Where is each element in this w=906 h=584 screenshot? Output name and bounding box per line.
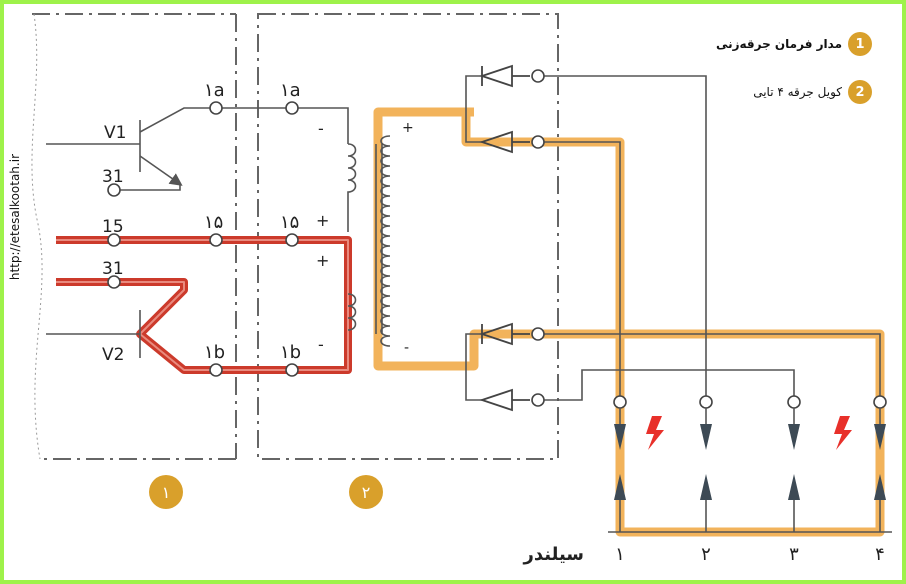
terminal-label-1a-left: ۱a — [204, 80, 225, 101]
label-15: 15 — [102, 217, 124, 237]
terminal-label-1a-right: ۱a — [280, 80, 301, 101]
circuit-diagram: ۱ ۲ V1 31 15 31 V2 ۱a ۱a ۱۵ ۱۵ ۱b ۱b - +… — [31, 13, 892, 565]
cylinder-number-2: ۲ — [701, 544, 711, 565]
terminal-label-1b-left: ۱b — [204, 342, 225, 363]
label-31-top: 31 — [102, 167, 124, 187]
legend-badge-2: 2 — [848, 80, 872, 104]
polarity-plus-2: + — [316, 251, 329, 270]
lightning-bolt-icon — [646, 416, 852, 450]
legend-item-1: 1 مدار فرمان جرقه‌زنی — [716, 32, 872, 56]
legend-label-2: کویل جرقه ۴ تایی — [753, 85, 842, 99]
label-31-bottom: 31 — [102, 259, 124, 279]
legend-label-1: مدار فرمان جرقه‌زنی — [715, 37, 842, 51]
terminal-circles — [107, 69, 887, 409]
terminal-label-15-left: ۱۵ — [204, 212, 223, 233]
legend-badge-1: 1 — [848, 32, 872, 56]
module-badge-2-text: ۲ — [362, 483, 371, 502]
diode-icon — [479, 64, 530, 412]
module-1-wiring — [46, 107, 214, 358]
cylinder-number-1: ۱ — [615, 544, 625, 565]
module-badge-2: ۲ — [349, 475, 383, 509]
module-badge-1: ۱ — [149, 475, 183, 509]
terminal-label-15-right: ۱۵ — [280, 212, 299, 233]
secondary-circuit-highlight — [373, 107, 885, 537]
polarity-plus-secondary: + — [402, 120, 414, 136]
cylinder-number-4: ۴ — [875, 544, 885, 565]
label-v2: V2 — [102, 345, 124, 365]
legend-item-2: 2 کویل جرقه ۴ تایی — [753, 80, 872, 104]
label-v1: V1 — [104, 123, 126, 143]
terminal-label-1b-right: ۱b — [280, 342, 301, 363]
cylinder-number-3: ۳ — [789, 544, 799, 565]
spark-plug-icon — [614, 408, 886, 532]
polarity-minus-2: - — [318, 335, 324, 354]
polarity-minus-1: - — [318, 119, 324, 138]
cylinder-label: سیلندر — [522, 544, 584, 565]
module-2-box — [257, 13, 559, 460]
module-badge-1-text: ۱ — [162, 483, 171, 502]
module-2-wiring — [222, 75, 892, 533]
polarity-plus-1: + — [316, 211, 329, 230]
primary-circuit-highlight — [56, 236, 352, 374]
polarity-minus-secondary: - — [404, 340, 409, 356]
